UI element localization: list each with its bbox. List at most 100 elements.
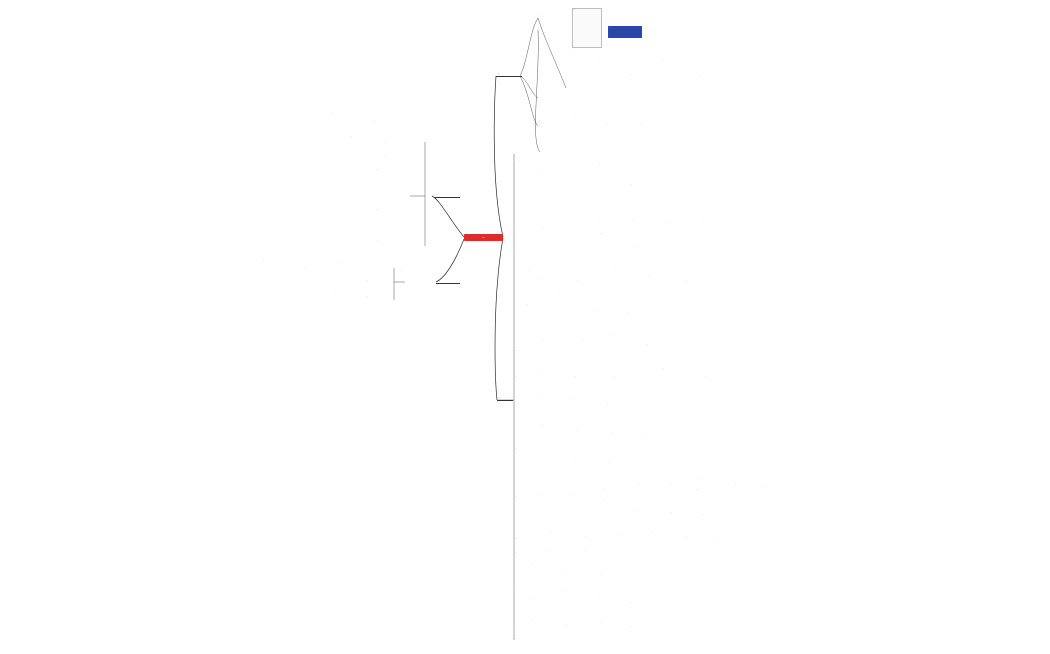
topic-node[interactable]: ... (526, 304, 529, 306)
topic-node[interactable]: ... (514, 638, 517, 640)
topic-node[interactable]: ... (338, 262, 341, 264)
topic-node[interactable]: ... (376, 240, 379, 242)
topic-node[interactable]: ... (698, 76, 701, 78)
topic-node[interactable]: ... (384, 142, 387, 144)
topic-node[interactable]: ... (598, 598, 601, 600)
topic-node[interactable]: ... (618, 534, 621, 536)
topic-node[interactable]: ... (600, 234, 603, 236)
topic-node[interactable]: ... (640, 124, 643, 126)
topic-node[interactable]: ... (600, 622, 603, 624)
topic-node[interactable]: ... (702, 514, 705, 516)
topic-node[interactable]: ... (650, 532, 653, 534)
topic-node[interactable]: ... (514, 448, 517, 450)
topic-node[interactable]: ... (334, 294, 337, 296)
topic-node[interactable]: ... (530, 564, 533, 566)
topic-node[interactable]: ... (630, 626, 633, 628)
topic-node[interactable]: ... (604, 124, 607, 126)
topic-node[interactable]: ... (376, 210, 379, 212)
branch-topic-4[interactable]: ... (497, 396, 513, 401)
topic-node[interactable]: ... (548, 550, 551, 552)
topic-node[interactable]: ... (596, 310, 599, 312)
topic-node[interactable]: ... (350, 136, 353, 138)
topic-node[interactable]: ... (572, 494, 575, 496)
topic-node[interactable]: ... (540, 278, 543, 280)
topic-node[interactable]: ... (564, 570, 567, 572)
branch-topic-2[interactable]: ... (434, 193, 460, 198)
topic-node[interactable]: ... (572, 50, 575, 52)
topic-node[interactable]: ... (606, 404, 609, 406)
topic-node[interactable]: ... (514, 538, 517, 540)
topic-node[interactable]: ... (366, 296, 369, 298)
topic-node[interactable]: ... (610, 432, 613, 434)
topic-node[interactable]: ... (602, 500, 605, 502)
topic-node[interactable]: ... (644, 434, 647, 436)
topic-node[interactable]: ... (614, 270, 617, 272)
topic-node[interactable]: ... (540, 74, 543, 76)
topic-node[interactable]: ... (704, 376, 707, 378)
topic-node[interactable]: ... (558, 294, 561, 296)
topic-node[interactable]: ... (576, 430, 579, 432)
topic-node[interactable]: ... (540, 228, 543, 230)
topic-node[interactable]: ... (648, 276, 651, 278)
topic-node[interactable]: ... (530, 598, 533, 600)
topic-node[interactable]: ... (514, 588, 517, 590)
topic-node[interactable]: ... (574, 376, 577, 378)
topic-node[interactable]: ... (668, 484, 671, 486)
topic-node[interactable]: ... (514, 628, 517, 630)
topic-node[interactable]: ... (372, 120, 375, 122)
topic-node[interactable]: ... (684, 280, 687, 282)
topic-node[interactable]: ... (632, 220, 635, 222)
topic-node[interactable]: ... (540, 170, 543, 172)
topic-node[interactable]: ... (636, 484, 639, 486)
topic-node[interactable]: ... (262, 260, 265, 262)
topic-node[interactable]: ... (598, 62, 601, 64)
topic-node[interactable]: ... (574, 118, 577, 120)
topic-node[interactable]: ... (384, 156, 387, 158)
topic-node[interactable]: ... (330, 112, 333, 114)
topic-node[interactable]: ... (540, 120, 543, 122)
topic-node[interactable]: ... (536, 150, 539, 152)
topic-node[interactable]: ... (564, 590, 567, 592)
branch-topic-1[interactable]: ... (496, 72, 522, 77)
topic-node[interactable]: ... (630, 74, 633, 76)
topic-node[interactable]: ... (626, 312, 629, 314)
topic-node[interactable]: ... (304, 268, 307, 270)
topic-node[interactable]: ... (514, 404, 517, 406)
topic-node[interactable]: ... (366, 280, 369, 282)
topic-node[interactable]: ... (716, 538, 719, 540)
topic-node[interactable]: ... (540, 370, 543, 372)
topic-node[interactable]: ... (646, 344, 649, 346)
topic-node[interactable]: ... (540, 340, 543, 342)
topic-node[interactable]: ... (700, 478, 703, 480)
topic-node[interactable]: ... (572, 398, 575, 400)
topic-node[interactable]: ... (580, 340, 583, 342)
topic-node[interactable]: ... (660, 60, 663, 62)
topic-node[interactable]: ... (684, 536, 687, 538)
topic-node[interactable]: ... (764, 486, 767, 488)
topic-node[interactable]: ... (670, 512, 673, 514)
topic-node[interactable]: ... (662, 368, 665, 370)
topic-node[interactable]: ... (540, 14, 543, 16)
branch-topic-3[interactable]: ... (436, 279, 460, 284)
topic-node[interactable]: ... (540, 424, 543, 426)
topic-node[interactable]: ... (612, 376, 615, 378)
topic-node[interactable]: ... (530, 620, 533, 622)
topic-node[interactable]: ... (540, 394, 543, 396)
topic-node[interactable]: ... (584, 550, 587, 552)
topic-node[interactable]: ... (666, 222, 669, 224)
topic-node[interactable]: ... (630, 184, 633, 186)
topic-node[interactable]: ... (584, 536, 587, 538)
topic-node[interactable]: ... (528, 270, 531, 272)
topic-node[interactable]: ... (598, 222, 601, 224)
topic-node[interactable]: ... (376, 170, 379, 172)
topic-node[interactable]: ... (702, 222, 705, 224)
topic-node[interactable]: ... (514, 376, 517, 378)
topic-node[interactable]: ... (540, 494, 543, 496)
topic-node[interactable]: ... (400, 270, 403, 272)
topic-node[interactable]: ... (514, 350, 517, 352)
topic-node[interactable]: ... (572, 8, 602, 48)
topic-node[interactable]: ... (514, 496, 517, 498)
topic-node[interactable]: ... (734, 484, 737, 486)
topic-node[interactable]: ... (576, 280, 579, 282)
topic-node[interactable]: ... (598, 164, 601, 166)
